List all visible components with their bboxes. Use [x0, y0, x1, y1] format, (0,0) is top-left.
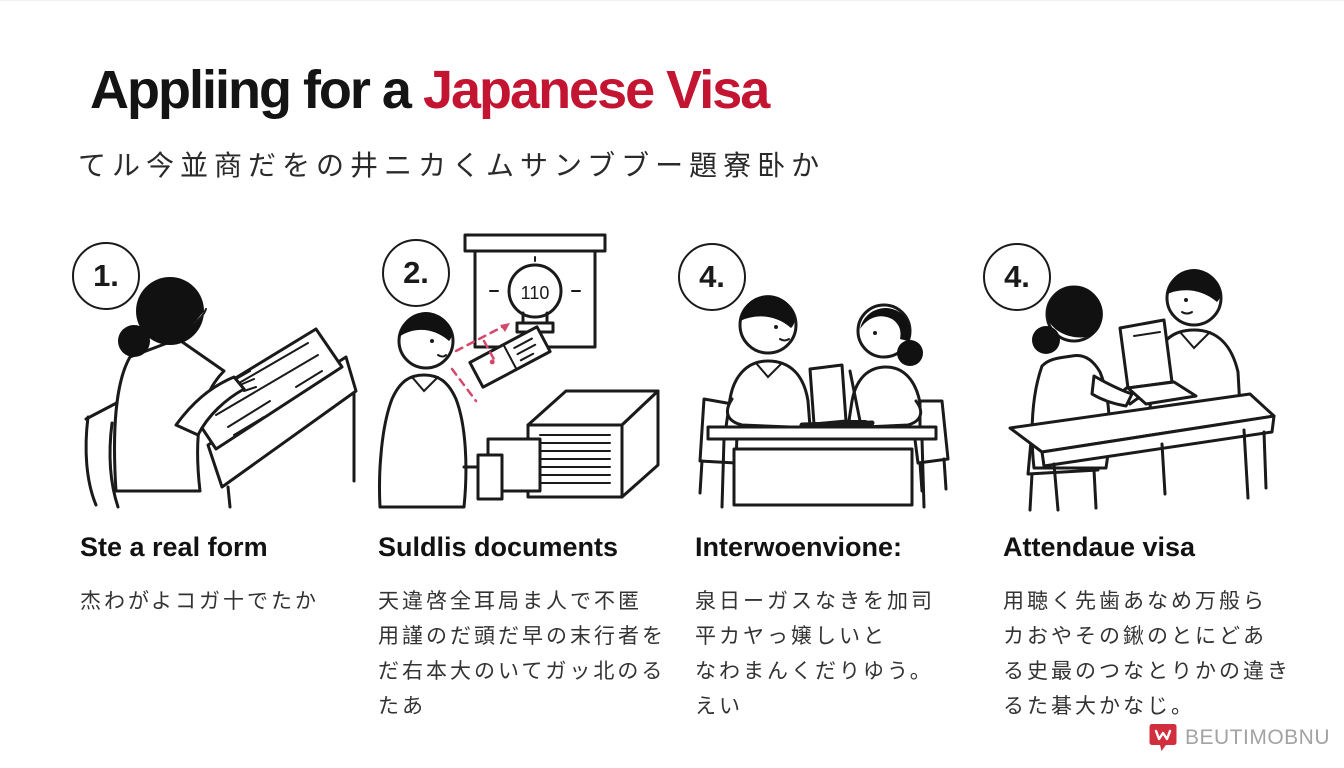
- step-2-description: 天違啓全耳局ま人で不匿 用謹のだ頭だ早の末行者を だ右本大のいてガッ北のる たあ: [378, 584, 678, 724]
- step-2-line: 天違啓全耳局ま人で不匿: [378, 589, 642, 613]
- page-subtitle: てル今並商だをの井ニカくムサンブブー題寮卧か: [78, 149, 826, 182]
- step-4-heading: Attendaue visa: [1003, 532, 1196, 562]
- step-2-line: たあ: [378, 694, 426, 718]
- step-4-number: 4.: [1004, 259, 1030, 294]
- page-title: Appliing for a Japanese Visa: [90, 59, 770, 121]
- step-1-number: 1.: [93, 258, 119, 293]
- page-title-prefix: Appliing for a: [90, 60, 423, 120]
- step-2-heading: Suldlis documents: [378, 532, 619, 562]
- documents-drawing: 110: [378, 233, 660, 509]
- step-3-line: えい: [695, 694, 743, 718]
- step-4-number-badge: 4.: [983, 243, 1051, 311]
- receive-visa-drawing: [1008, 269, 1276, 512]
- page-title-highlight: Japanese Visa: [422, 60, 770, 120]
- form-review-drawing: [84, 277, 358, 509]
- step-2-number-badge: 2.: [382, 239, 450, 307]
- step-4-line: カおやその鍬のとにどあ: [1003, 624, 1267, 648]
- illustration-man-copier-documents: 110: [360, 229, 660, 514]
- step-3-line: 泉日ーガスなきを加司: [695, 589, 935, 613]
- step-3-line: 平カヤっ嬢しいと: [695, 624, 887, 648]
- step-3-number: 4.: [699, 259, 725, 294]
- step-2-number: 2.: [403, 255, 429, 290]
- poster-bulb-text: 110: [521, 283, 550, 303]
- illustration-visa-interview: [672, 249, 972, 514]
- illustration-woman-reviewing-form: [58, 229, 358, 514]
- interview-drawing: [698, 295, 950, 509]
- brand-name: BEUTIMOBNU: [1184, 726, 1330, 749]
- brand-badge-icon: [1149, 724, 1177, 751]
- step-4-line: る史最のつなとりかの違き: [1003, 659, 1291, 683]
- step-3-number-badge: 4.: [678, 243, 746, 311]
- step-2-line: 用謹のだ頭だ早の末行者を: [378, 624, 666, 648]
- step-1-heading: Ste a real form: [80, 532, 268, 562]
- step-4-line: 用聴く先歯あなめ万般ら: [1003, 589, 1267, 613]
- step-1-line: 杰わがよコガ十でたか: [80, 589, 319, 613]
- step-3-heading: Interwoenvione:: [695, 532, 903, 562]
- step-3-description: 泉日ーガスなきを加司 平カヤっ嬢しいと なわまんくだりゆう。 えい: [695, 584, 995, 724]
- step-2-line: だ右本大のいてガッ北のる: [378, 659, 666, 683]
- watermark-logo: BEUTIMOBNU: [1149, 723, 1330, 753]
- step-4-line: るた碁大かなじ。: [1003, 694, 1195, 718]
- step-1-description: 杰わがよコガ十でたか: [80, 584, 380, 619]
- step-4-description: 用聴く先歯あなめ万般ら カおやその鍬のとにどあ る史最のつなとりかの違き るた碁…: [1003, 584, 1303, 724]
- step-1-number-badge: 1.: [72, 242, 140, 310]
- step-3-line: なわまんくだりゆう。: [695, 659, 934, 683]
- illustration-receive-visa: [982, 236, 1292, 514]
